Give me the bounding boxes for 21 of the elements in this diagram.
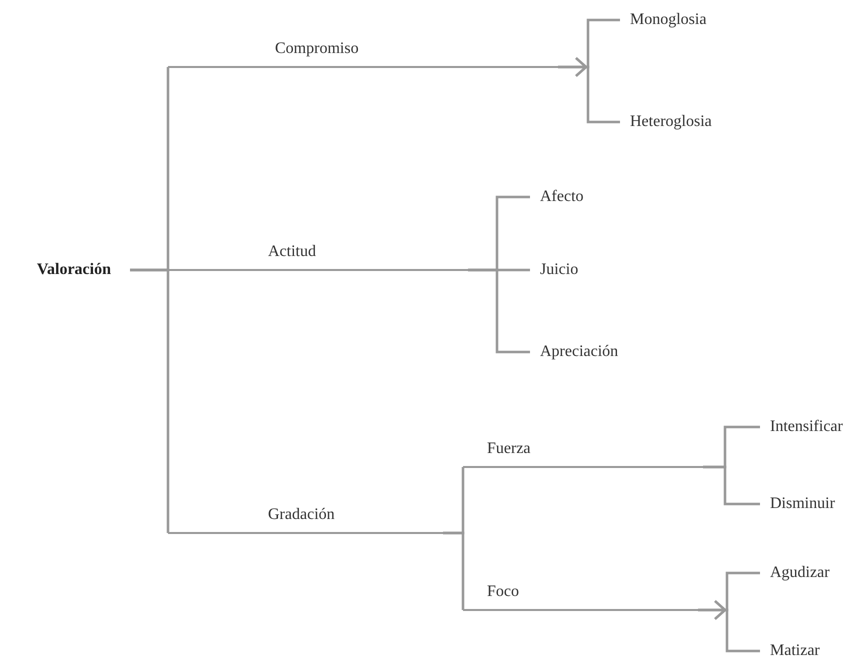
connector bbox=[703, 466, 760, 506]
option-label: Intensificar bbox=[760, 416, 843, 438]
option-label: Matizar bbox=[760, 640, 820, 662]
system-label: Compromiso bbox=[168, 39, 558, 68]
connector bbox=[698, 600, 760, 652]
connector bbox=[443, 532, 464, 610]
connector bbox=[558, 57, 620, 124]
connector bbox=[130, 268, 170, 533]
option-label: Agudizar bbox=[760, 562, 830, 584]
option-label: Disminuir bbox=[760, 493, 835, 515]
system-label: Actitud bbox=[168, 242, 468, 271]
option-label: Afecto bbox=[530, 186, 584, 208]
system-label: Fuerza bbox=[463, 439, 703, 468]
root-term: Valoración bbox=[36, 258, 130, 282]
option-label: Heteroglosia bbox=[620, 111, 712, 133]
system-label: Foco bbox=[463, 582, 698, 611]
option-label: Apreciación bbox=[530, 341, 618, 363]
option-label: Monoglosia bbox=[620, 9, 706, 31]
system-label: Gradación bbox=[168, 505, 443, 534]
connector bbox=[468, 268, 530, 354]
option-label: Juicio bbox=[530, 259, 578, 281]
